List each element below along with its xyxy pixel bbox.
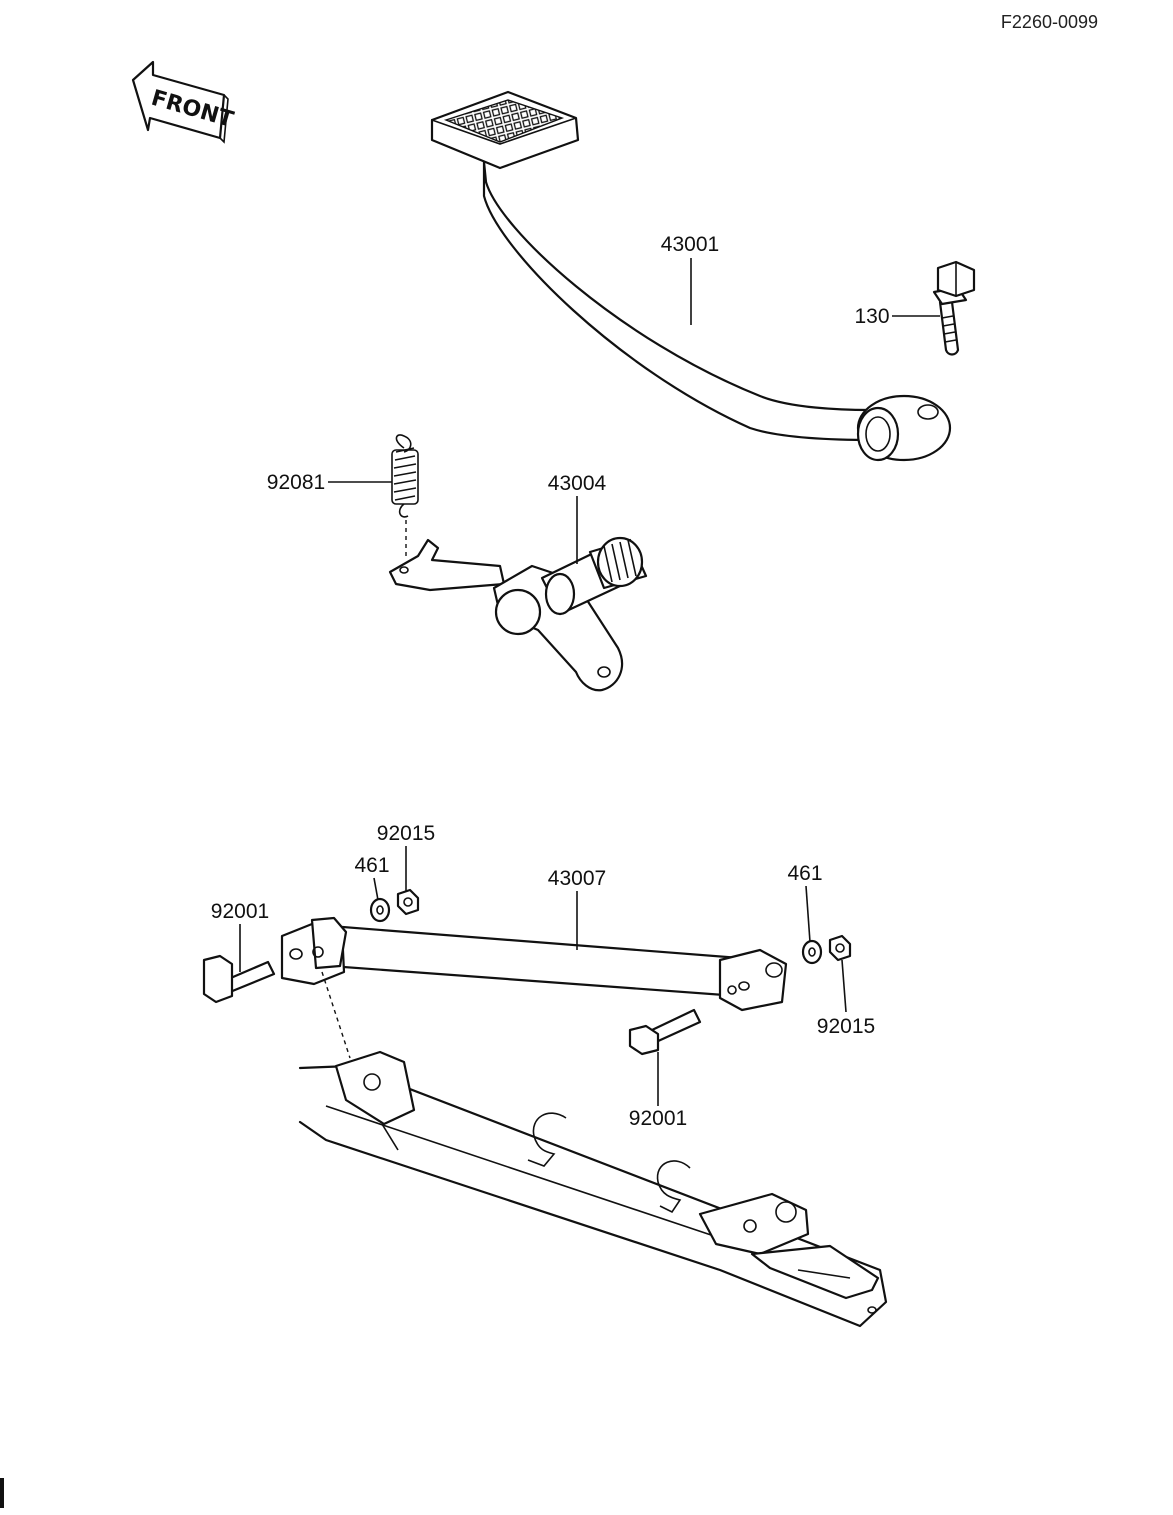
bolt-130 [932,260,976,356]
nut-92015-right [828,934,852,962]
callout-461-left: 461 [354,854,389,877]
washer-461-left [369,897,391,923]
diagram-code: F2260-0099 [1001,12,1098,32]
callout-92001-left: 92001 [211,900,269,923]
cable-clip-2 [656,1160,691,1214]
brake-pedal-43001 [430,90,952,462]
callout-92001-bottom: 92001 [629,1107,687,1130]
callout-43004: 43004 [548,472,607,495]
brake-rod-43007 [280,916,788,1012]
callout-43001: 43001 [661,233,719,256]
callout-92015-top: 92015 [377,822,435,845]
callout-43007: 43007 [548,867,606,890]
callout-92015-right: 92015 [817,1015,875,1038]
brake-shaft-43004 [388,536,648,692]
spring-92081 [391,434,419,556]
scan-edge-mark [0,1478,4,1508]
alignment-line [321,971,351,1059]
cable-clip-1 [527,1112,567,1167]
washer-461-right [801,939,823,965]
front-arrow-icon: FRONT [131,60,236,144]
bolt-92001-bottom [628,1008,702,1056]
callout-130: 130 [854,305,889,328]
callout-461-right: 461 [787,862,822,885]
swing-arm [298,1050,888,1328]
callout-92081: 92081 [267,471,325,494]
bolt-92001-left [202,954,276,1004]
nut-92015-left [396,888,420,916]
